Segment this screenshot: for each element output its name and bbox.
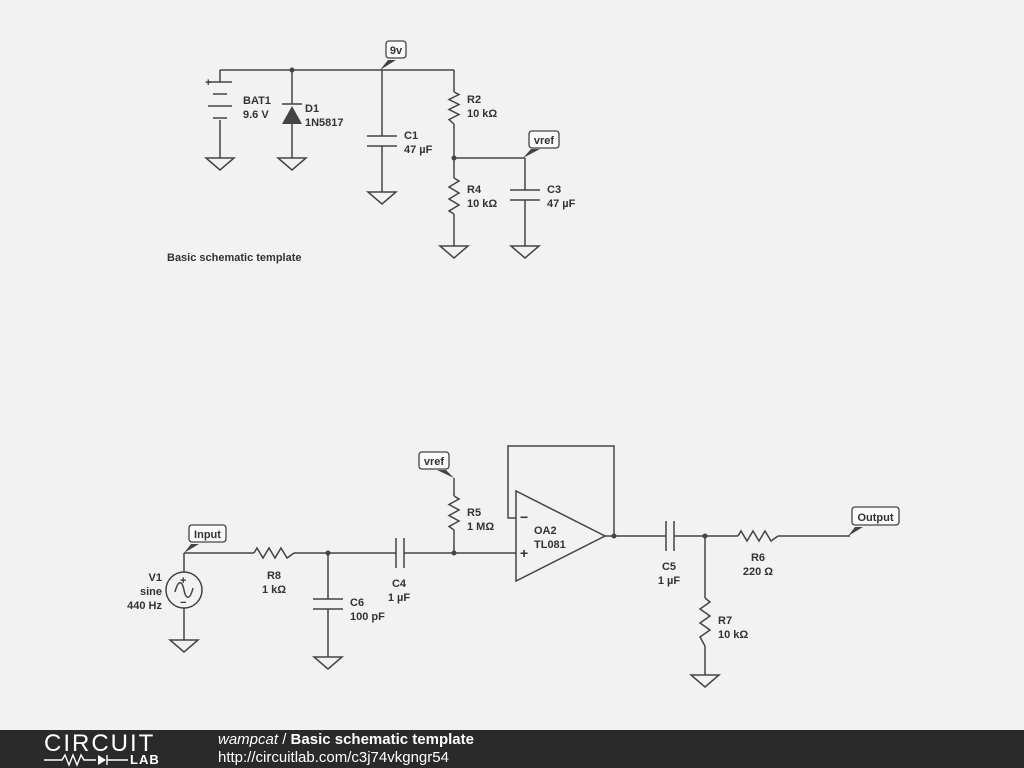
- ground-icon: [311, 656, 345, 670]
- c4-value: 1 µF: [388, 592, 411, 604]
- net-label-vref-bottom-text: vref: [424, 456, 445, 468]
- r8-name: R8: [267, 570, 281, 582]
- battery-bat1: + BAT1 9.6 V: [205, 77, 271, 121]
- c1-name: C1: [404, 130, 418, 142]
- bat1-name: BAT1: [243, 95, 271, 107]
- v1-type: sine: [140, 586, 162, 598]
- junction-dot: [325, 550, 331, 556]
- ground-icon: [275, 157, 309, 171]
- d1-value: 1N5817: [305, 117, 344, 129]
- oa2-name: OA2: [534, 525, 557, 537]
- battery-plus-sign: +: [205, 77, 211, 89]
- net-label-9v: 9v: [380, 40, 407, 70]
- schematic-canvas: + BAT1 9.6 V D1 1N5817 C1 47 µF R2 10 kΩ…: [127, 40, 900, 688]
- opamp-minus-sign: −: [520, 509, 528, 525]
- r5-name: R5: [467, 507, 481, 519]
- ground-icon: [167, 639, 201, 653]
- capacitor-c5: C5 1 µF: [658, 521, 681, 587]
- r7-name: R7: [718, 615, 732, 627]
- r5-value: 1 MΩ: [467, 521, 494, 533]
- logo-circuit-text: CIRCUIT: [44, 730, 156, 757]
- diode-d1: D1 1N5817: [282, 103, 344, 129]
- c4-name: C4: [392, 578, 407, 590]
- d1-name: D1: [305, 103, 319, 115]
- voltage-source-v1: + − V1 sine 440 Hz: [127, 571, 203, 612]
- c3-value: 47 µF: [547, 198, 576, 210]
- junction-dot: [289, 67, 295, 73]
- footer-title: wampcat / Basic schematic template: [218, 731, 474, 749]
- net-label-output: Output: [848, 506, 900, 536]
- resistor-r4: R4 10 kΩ: [447, 177, 497, 215]
- ground-icon: [688, 674, 722, 688]
- ground-icon: [508, 245, 542, 259]
- v1-name: V1: [149, 572, 162, 584]
- circuit-url-link[interactable]: http://circuitlab.com/c3j74vkgngr54: [218, 749, 449, 766]
- net-label-input: Input: [184, 524, 227, 553]
- r2-name: R2: [467, 94, 481, 106]
- junction-dot: [611, 533, 617, 539]
- r6-value: 220 Ω: [743, 566, 773, 578]
- opamp-oa2: − + OA2 TL081: [515, 489, 607, 583]
- capacitor-c4: C4 1 µF: [388, 538, 411, 604]
- capacitor-c6: C6 100 pF: [313, 597, 385, 623]
- r8-value: 1 kΩ: [262, 584, 286, 596]
- c5-name: C5: [662, 561, 676, 573]
- c1-value: 47 µF: [404, 144, 433, 156]
- c3-name: C3: [547, 184, 561, 196]
- v1-minus-sign: −: [180, 597, 186, 609]
- bat1-value: 9.6 V: [243, 109, 269, 121]
- junction-dot: [702, 533, 708, 539]
- c6-value: 100 pF: [350, 611, 385, 623]
- logo-resistor-diode-icon: [44, 753, 128, 767]
- ground-icon: [203, 157, 237, 171]
- junction-dot: [451, 155, 457, 161]
- ground-icon: [365, 191, 399, 205]
- junction-dot: [451, 550, 457, 556]
- circuitlab-logo[interactable]: CIRCUIT LAB: [44, 730, 159, 767]
- net-label-vref-bottom: vref: [418, 451, 454, 478]
- net-label-output-text: Output: [857, 512, 893, 524]
- logo-lab-text: LAB: [130, 752, 160, 767]
- net-label-vref-top: vref: [523, 130, 560, 158]
- net-label-vref-top-text: vref: [534, 135, 555, 147]
- resistor-r8: R8 1 kΩ: [253, 546, 295, 596]
- title-separator: /: [282, 731, 287, 748]
- v1-frequency: 440 Hz: [127, 600, 162, 612]
- c5-value: 1 µF: [658, 575, 681, 587]
- capacitor-c1: C1 47 µF: [367, 130, 433, 156]
- r4-name: R4: [467, 184, 482, 196]
- net-label-9v-text: 9v: [390, 45, 403, 57]
- resistor-r7: R7 10 kΩ: [698, 597, 748, 647]
- author-link[interactable]: wampcat: [218, 731, 279, 748]
- c6-name: C6: [350, 597, 364, 609]
- resistor-r2: R2 10 kΩ: [447, 91, 497, 125]
- v1-plus-sign: +: [180, 575, 186, 587]
- net-label-input-text: Input: [194, 529, 221, 541]
- ground-icon: [437, 245, 471, 259]
- r6-name: R6: [751, 552, 765, 564]
- opamp-plus-sign: +: [520, 545, 528, 561]
- supply-wiring: [219, 69, 526, 246]
- footer-bar: [0, 730, 1024, 768]
- circuit-title: Basic schematic template: [290, 731, 474, 748]
- resistor-r6: R6 220 Ω: [737, 529, 779, 578]
- oa2-value: TL081: [534, 539, 566, 551]
- resistor-r5: R5 1 MΩ: [447, 495, 494, 533]
- r2-value: 10 kΩ: [467, 108, 497, 120]
- r7-value: 10 kΩ: [718, 629, 748, 641]
- capacitor-c3: C3 47 µF: [510, 184, 576, 210]
- schematic-caption: Basic schematic template: [167, 252, 302, 264]
- r4-value: 10 kΩ: [467, 198, 497, 210]
